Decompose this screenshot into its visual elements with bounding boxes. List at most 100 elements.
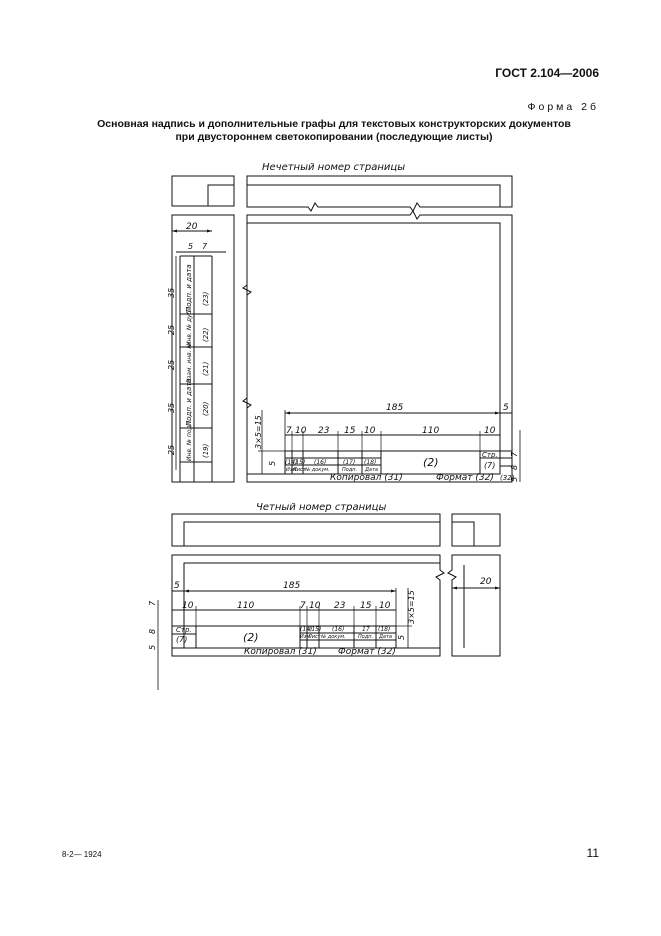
even-dim-5-right: 5 xyxy=(397,635,406,640)
title-line-2: при двустороннем светокопировании (после… xyxy=(175,131,493,143)
footer-code: 8-2— 1924 xyxy=(62,850,102,859)
even-page-diagram: Четный номер страницы 20 Стр. xyxy=(148,502,501,690)
even-cell-18: (18) xyxy=(378,626,390,633)
odd-dim-3x5: 3×5=15 xyxy=(254,415,263,449)
odd-dim-23: 23 xyxy=(318,426,330,436)
odd-dim-h5b: 5 xyxy=(510,477,519,482)
odd-side-col-19: Инв. № подл. xyxy=(186,420,193,461)
even-top-right-box xyxy=(451,513,501,547)
odd-dim-7: 7 xyxy=(202,242,208,251)
even-side-strip xyxy=(447,554,501,657)
odd-dim-25c: 25 xyxy=(167,445,176,455)
odd-top-left-box xyxy=(171,175,235,207)
odd-side-col-22: Инв. № дубл. xyxy=(186,305,193,346)
odd-dim-20: 20 xyxy=(186,222,198,232)
odd-label-izm: Изм. xyxy=(286,467,298,473)
odd-side-num-20: (20) xyxy=(202,401,210,416)
odd-side-num-19: (19) xyxy=(202,443,210,458)
page-title: Основная надпись и дополнительные графы … xyxy=(60,118,608,144)
odd-label-data: Дата xyxy=(364,467,378,473)
odd-kopiroval: Копировал (31) xyxy=(330,473,403,483)
odd-cell-18: (18) xyxy=(364,459,376,466)
odd-cell-17: (17) xyxy=(343,459,355,466)
even-dim-23: 23 xyxy=(334,601,346,611)
even-cell-16: (16) xyxy=(332,626,344,633)
even-title-block xyxy=(171,625,397,649)
even-cell-str: Стр. xyxy=(176,626,192,634)
odd-title-block xyxy=(284,450,512,475)
even-label-doc: № докум. xyxy=(320,634,346,640)
odd-dim-25a: 25 xyxy=(167,325,176,335)
odd-format: Формат (32) xyxy=(436,473,494,483)
odd-cell-14: (14) xyxy=(285,459,297,466)
odd-side-col-21: Взам. инв. № xyxy=(186,342,193,383)
odd-dim-110: 110 xyxy=(422,426,439,436)
odd-cell-32: (32) xyxy=(500,474,515,482)
even-label-podp: Подп. xyxy=(358,634,373,640)
even-dim-15: 15 xyxy=(360,601,372,611)
even-cell-7: (7) xyxy=(176,635,187,644)
even-format: Формат (32) xyxy=(338,647,396,657)
page-number: 11 xyxy=(586,846,599,860)
even-dim-5: 5 xyxy=(174,581,180,591)
odd-side-strip xyxy=(171,214,235,483)
odd-dim-25b: 25 xyxy=(167,360,176,370)
even-dim-3x5: 3×5=15 xyxy=(407,590,416,624)
even-cell-17: 17 xyxy=(362,626,370,633)
even-label-data: Дата xyxy=(378,634,392,640)
odd-top-frame xyxy=(246,175,513,212)
even-cell-15: (15) xyxy=(309,626,321,633)
odd-dim-15: 15 xyxy=(344,426,356,436)
odd-sheet-frame xyxy=(242,210,513,483)
even-dim-h8: 8 xyxy=(148,629,157,634)
odd-dim-185: 185 xyxy=(386,403,403,413)
odd-label-podp: Подп. xyxy=(342,467,357,473)
odd-label-doc: № докум. xyxy=(304,467,330,473)
odd-dim-35a: 35 xyxy=(167,288,176,298)
odd-dim-5: 5 xyxy=(188,242,193,251)
even-cell-14: (14) xyxy=(300,626,312,633)
title-line-1: Основная надпись и дополнительные графы … xyxy=(97,118,571,130)
even-cell-2: (2) xyxy=(243,631,259,644)
odd-side-col-23: Подп. и дата xyxy=(185,264,193,312)
odd-cell-15: (15) xyxy=(293,459,305,466)
even-dim-7: 7 xyxy=(300,601,306,611)
odd-side-num-22: (22) xyxy=(202,327,210,342)
odd-dim-h8: 8 xyxy=(510,465,519,470)
odd-cell-7: (7) xyxy=(484,461,495,470)
standard-number: ГОСТ 2.104—2006 xyxy=(495,66,599,80)
even-dim-10a: 10 xyxy=(182,601,194,611)
odd-caption: Нечетный номер страницы xyxy=(262,162,405,173)
form-label: Форма 2б xyxy=(527,101,599,113)
odd-dim-7: 7 xyxy=(286,426,292,436)
odd-dim-5-left: 5 xyxy=(268,461,277,466)
even-caption: Четный номер страницы xyxy=(256,502,386,513)
odd-cell-16: (16) xyxy=(314,459,326,466)
odd-side-num-23: (23) xyxy=(202,291,210,306)
odd-cell-2: (2) xyxy=(423,456,439,469)
even-dim-h7: 7 xyxy=(148,600,157,606)
even-kopiroval: Копировал (31) xyxy=(244,647,317,657)
even-dim-20: 20 xyxy=(480,577,492,587)
even-dim-10b: 10 xyxy=(309,601,321,611)
even-sheet-frame xyxy=(171,554,445,657)
odd-page-diagram: Нечетный номер страницы 20 5 7 35 25 25 … xyxy=(167,162,521,483)
odd-dim-10c: 10 xyxy=(484,426,496,436)
odd-dim-35b: 35 xyxy=(167,403,176,413)
even-label-izm: Изм. xyxy=(300,634,312,640)
odd-dim-5-right: 5 xyxy=(503,403,509,413)
odd-cell-str: Стр. xyxy=(482,451,498,459)
odd-dim-10a: 10 xyxy=(295,426,307,436)
even-dim-10c: 10 xyxy=(379,601,391,611)
even-label-list: Лист xyxy=(307,634,322,640)
odd-side-num-21: (21) xyxy=(202,361,210,376)
odd-side-col-20: Подп. и дата xyxy=(185,378,193,426)
even-dim-h5b: 5 xyxy=(148,645,157,650)
even-dim-185: 185 xyxy=(283,581,300,591)
odd-label-list: Лист xyxy=(292,467,307,473)
odd-dim-h7: 7 xyxy=(510,451,519,457)
even-top-frame xyxy=(171,513,441,547)
even-dim-110: 110 xyxy=(237,601,254,611)
odd-dim-10b: 10 xyxy=(364,426,376,436)
